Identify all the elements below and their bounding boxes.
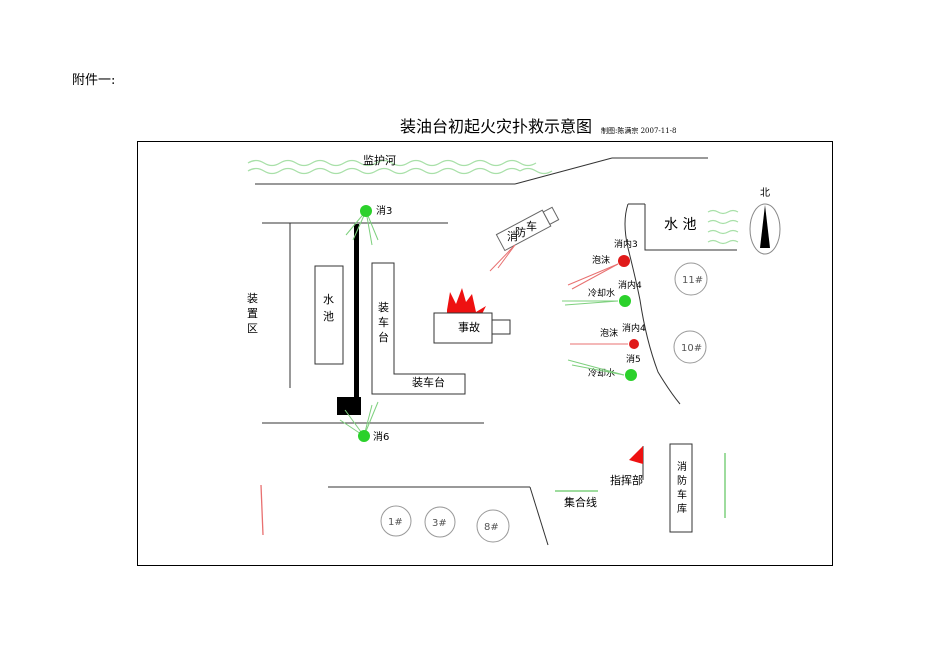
pool-left-label-1: 水 [323, 293, 334, 306]
fire-garage-label: 消 防 车 库 [677, 460, 687, 515]
loading-platform-v-label: 装 车 台 [378, 301, 389, 344]
loading-platform [371, 262, 466, 395]
assembly-label: 集合线 [564, 495, 597, 509]
loading-area-label: 装 置 区 [247, 292, 258, 335]
pool-left [314, 265, 344, 365]
svg-text:置: 置 [247, 307, 258, 320]
cooling-2-stream [567, 359, 625, 376]
cooling-2-label: 冷却水 [588, 367, 615, 379]
diagram-title: 装油台初起火灾扑救示意图 [400, 117, 593, 136]
tank-11-label: 11# [682, 275, 703, 286]
fire-truck-label-3: 车 [526, 219, 537, 233]
cooling-1-stream [562, 300, 619, 306]
accident-tanker-cab [491, 319, 511, 335]
pool-right-waves [707, 209, 739, 245]
tank-1-label: 1# [388, 517, 403, 528]
pool-left-label-2: 池 [323, 310, 334, 323]
svg-text:车: 车 [378, 315, 389, 329]
pipe-pump [337, 397, 361, 415]
north-label: 北 [760, 187, 770, 199]
roads [255, 157, 737, 546]
tank-3 [424, 506, 456, 538]
svg-text:台: 台 [378, 330, 389, 344]
attachment-label: 附件一: [72, 73, 116, 88]
inner-hydrant-3-label: 消内3 [614, 238, 638, 250]
inner-hydrant-4 [629, 339, 639, 349]
map-frame [137, 141, 833, 566]
hydrant-3-label: 消3 [376, 204, 392, 217]
hydrant-5 [625, 369, 637, 381]
hydrant-6 [358, 430, 370, 442]
hydrant-4 [619, 295, 631, 307]
command-flag-icon [629, 446, 643, 464]
inner-hydrant-3 [618, 255, 630, 267]
fire-truck-label-2: 防 [515, 225, 526, 239]
cooling-1-label: 冷却水 [588, 287, 615, 299]
loading-platform-h-label: 装车台 [412, 375, 445, 389]
river-label: 监护河 [363, 153, 396, 167]
pool-right-label: 水 池 [664, 217, 696, 233]
foam-2-label: 泡沫 [600, 327, 618, 339]
foam-1-stream [567, 263, 619, 290]
tank-8 [476, 509, 510, 543]
svg-text:防: 防 [677, 474, 687, 487]
tank-3-label: 3# [432, 518, 447, 529]
north-arrow-icon [760, 205, 770, 248]
svg-text:消: 消 [677, 460, 687, 473]
fire-truck [495, 206, 560, 252]
hydrant-5-label: 消5 [626, 353, 641, 365]
svg-text:区: 区 [247, 322, 258, 335]
pipe-line [354, 224, 359, 402]
left-marker-line [260, 484, 264, 536]
tank-8-label: 8# [484, 522, 499, 533]
hydrant-3-spray [345, 210, 379, 246]
command-post-label: 指挥部 [610, 473, 643, 487]
accident-label: 事故 [458, 320, 480, 334]
flame [447, 288, 486, 318]
hydrant-6-label: 消6 [373, 430, 389, 443]
tank-1 [380, 505, 412, 537]
svg-text:库: 库 [677, 502, 687, 515]
author-credit: 制图:陈满宗 2007-11-8 [601, 127, 677, 135]
tank-10 [673, 330, 707, 364]
fire-truck-spray [489, 244, 516, 272]
svg-text:装: 装 [247, 292, 258, 305]
svg-text:车: 车 [677, 488, 687, 501]
hydrant-3 [360, 205, 372, 217]
fire-truck-label-1: 消 [507, 229, 518, 243]
svg-text:装: 装 [378, 301, 389, 314]
river-waves [247, 159, 553, 175]
tank-10-label: 10# [681, 343, 702, 354]
compass-ring [749, 203, 781, 255]
fire-garage [669, 443, 693, 533]
foam-1-label: 泡沫 [592, 254, 610, 266]
tank-11 [674, 262, 708, 296]
hydrant-4-label: 消内4 [618, 279, 642, 291]
inner-hydrant-4-label: 消内4 [622, 322, 646, 334]
